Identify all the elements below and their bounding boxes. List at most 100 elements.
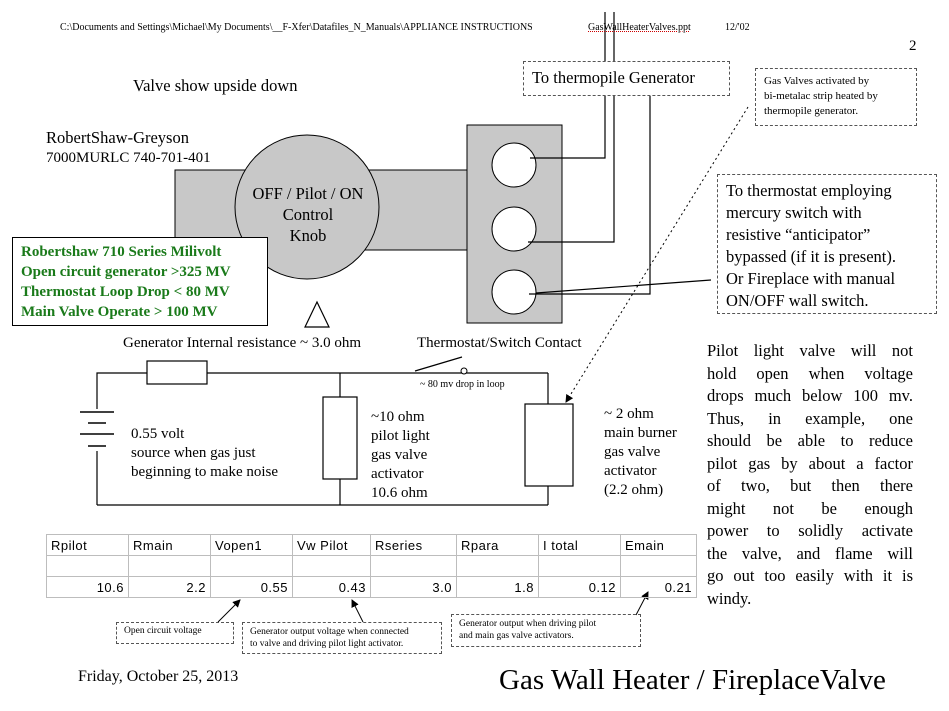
thermopile-callout: To thermopile Generator — [523, 61, 730, 96]
spec-line: Open circuit generator >325 MV — [21, 264, 231, 280]
table-header-cell: Emain — [620, 534, 697, 556]
terminal-top — [491, 142, 537, 188]
terminal-bottom — [491, 269, 537, 315]
generator-resistor — [146, 360, 208, 385]
pilot-note-line: should be able to reduce — [707, 431, 913, 450]
gas-valves-callout: Gas Valves activated by bi-metalac strip… — [755, 68, 917, 126]
loop-drop-label: ~ 80 mv drop in loop — [420, 379, 505, 390]
pilot-line: ~10 ohm — [371, 409, 425, 425]
terminal-middle — [491, 206, 537, 252]
callout-line: bi-metalac strip heated by — [764, 90, 878, 102]
knob-label-line: Knob — [289, 226, 327, 245]
source-line: beginning to make noise — [131, 464, 279, 480]
brand-label: RobertShaw-Greyson — [46, 128, 189, 147]
pilot-note-line: drops much below 100 mv. — [707, 386, 913, 405]
wire-thermostat-2 — [535, 279, 712, 294]
pilot-note-line: Pilot light valve will not — [707, 341, 913, 360]
arrow-open-circuit — [217, 599, 241, 623]
table-value-cell: 0.12 — [538, 576, 621, 598]
main-line: ~ 2 ohm — [604, 406, 654, 422]
upside-down-note: Valve show upside down — [133, 76, 298, 95]
callout-line: To thermostat employing — [726, 181, 892, 200]
pilot-note: Pilot light valve will not hold open whe… — [707, 340, 913, 610]
main-line: main burner — [604, 425, 677, 441]
file-path: C:\Documents and Settings\Michael\My Doc… — [60, 22, 533, 33]
table-header-cell: I total — [538, 534, 621, 556]
callout-line: resistive “anticipator” — [726, 225, 871, 244]
wire-thermostat-1 — [529, 96, 651, 295]
callout-line: bypassed (if it is present). — [726, 247, 897, 266]
pilot-drive-note: Generator output voltage when connected … — [242, 622, 442, 654]
pilot-resistor — [322, 396, 358, 480]
calc-table: Rpilot Rmain Vopen1 Vw Pilot Rseries Rpa… — [46, 534, 697, 598]
pilot-note-line: hold open when voltage — [707, 363, 913, 383]
source-label: 0.55 volt source when gas just beginning… — [131, 425, 278, 482]
spec-line: Robertshaw 710 Series Milivolt — [21, 244, 222, 260]
source-line: source when gas just — [131, 445, 256, 461]
pilot-line: 10.6 ohm — [371, 485, 428, 501]
pilot-note-line: the valve, and flame will — [707, 543, 913, 563]
table-value-cell: 2.2 — [128, 576, 211, 598]
table-value-row: 10.6 2.2 0.55 0.43 3.0 1.8 0.12 0.21 — [46, 576, 697, 598]
note-line: Generator output when driving pilot — [459, 619, 597, 629]
table-value-cell: 0.21 — [620, 576, 697, 598]
pilot-activator-label: ~10 ohm pilot light gas valve activator … — [371, 408, 430, 503]
thermostat-callout: To thermostat employing mercury switch w… — [717, 174, 937, 314]
pilot-line: activator — [371, 466, 424, 482]
table-header-cell: Rpilot — [46, 534, 129, 556]
knob-label-line: OFF / Pilot / ON — [252, 184, 364, 203]
spec-box: Robertshaw 710 Series Milivolt Open circ… — [12, 237, 268, 326]
footer-title: Gas Wall Heater / FireplaceValve — [499, 664, 886, 696]
table-empty-row — [46, 555, 697, 577]
knob-label: OFF / Pilot / ON Control Knob — [238, 183, 378, 246]
main-line: activator — [604, 463, 657, 479]
callout-line: thermopile generator. — [764, 105, 859, 117]
knob-label-line: Control — [282, 205, 334, 224]
battery-gap — [80, 409, 114, 451]
table-value-cell: 1.8 — [456, 576, 539, 598]
table-header-cell: Rpara — [456, 534, 539, 556]
table-value-cell: 0.55 — [210, 576, 293, 598]
footer-date: Friday, October 25, 2013 — [78, 668, 239, 685]
file-name: GasWallHeaterValves.ppt — [588, 22, 691, 33]
pilot-note-line: windy. — [707, 588, 752, 608]
pilot-line: gas valve — [371, 447, 428, 463]
pointer-triangle — [304, 300, 330, 328]
generator-resistance-label: Generator Internal resistance ~ 3.0 ohm — [123, 335, 362, 351]
pilot-note-line: go out too easily with it is — [707, 566, 913, 585]
note-line: and main gas valve activators. — [459, 631, 574, 641]
table-value-cell: 10.6 — [46, 576, 129, 598]
table-value-cell: 3.0 — [370, 576, 457, 598]
switch-contact — [460, 367, 468, 375]
note-line: Generator output voltage when connected — [250, 627, 409, 637]
model-label: 7000MURLC 740-701-401 — [46, 150, 211, 166]
callout-line: mercury switch with — [726, 203, 862, 222]
pilot-note-line: Thus, in example, one — [707, 408, 913, 428]
both-drive-note: Generator output when driving pilot and … — [451, 614, 641, 647]
table-header-cell: Vw Pilot — [292, 534, 371, 556]
table-value-cell: 0.43 — [292, 576, 371, 598]
callout-line: Or Fireplace with manual — [726, 269, 896, 288]
arrow-pilot-drive — [351, 599, 364, 623]
callout-line: ON/OFF wall switch. — [726, 291, 869, 310]
table-header-cell: Rseries — [370, 534, 457, 556]
source-line: 0.55 volt — [131, 426, 185, 442]
open-circuit-note: Open circuit voltage — [116, 622, 234, 644]
table-header-cell: Vopen1 — [210, 534, 293, 556]
wire-thermopile-1 — [530, 12, 606, 159]
control-knob — [234, 134, 380, 280]
switch-contact-label: Thermostat/Switch Contact — [417, 335, 582, 351]
spec-line: Thermostat Loop Drop < 80 MV — [21, 284, 230, 300]
table-header-row: Rpilot Rmain Vopen1 Vw Pilot Rseries Rpa… — [46, 534, 697, 556]
note-line: to valve and driving pilot light activat… — [250, 639, 404, 649]
page-number: 2 — [909, 38, 917, 54]
table-header-cell: Rmain — [128, 534, 211, 556]
switch-blade — [414, 356, 463, 372]
pilot-note-line: power to solidly activate — [707, 521, 913, 540]
spec-line: Main Valve Operate > 100 MV — [21, 304, 218, 320]
callout-line: Gas Valves activated by — [764, 75, 870, 87]
main-resistor — [524, 403, 574, 487]
pilot-note-line: might not be enough — [707, 498, 913, 518]
